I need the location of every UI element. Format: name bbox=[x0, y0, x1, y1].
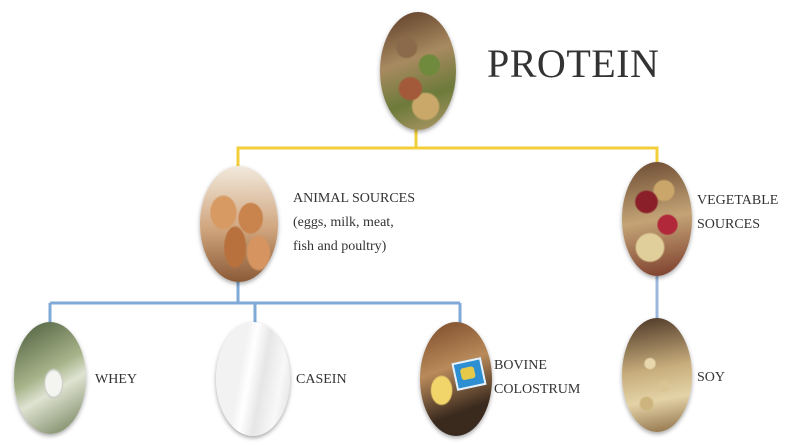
title-label: PROTEIN bbox=[487, 40, 659, 87]
animal-sources-detail-1: (eggs, milk, meat, bbox=[293, 211, 415, 235]
soy-label: SOY bbox=[697, 366, 725, 390]
vegetable-sources-label: VEGETABLE SOURCES bbox=[697, 189, 778, 237]
colostrum-image bbox=[420, 322, 492, 436]
casein-label: CASEIN bbox=[296, 368, 347, 392]
eggs-image bbox=[200, 166, 278, 282]
animal-sources-label: ANIMAL SOURCES (eggs, milk, meat, fish a… bbox=[293, 187, 415, 259]
colostrum-label-line-1: BOVINE bbox=[494, 354, 580, 378]
animal-sources-detail-2: fish and poultry) bbox=[293, 235, 415, 259]
colostrum-label-line-2: COLOSTRUM bbox=[494, 378, 580, 402]
vegetable-sources-line-2: SOURCES bbox=[697, 213, 778, 237]
protein-foods-image bbox=[380, 12, 456, 130]
animal-sources-title: ANIMAL SOURCES bbox=[293, 187, 415, 211]
soy-image bbox=[622, 318, 692, 432]
vegetables-image bbox=[622, 162, 692, 276]
vegetable-sources-line-1: VEGETABLE bbox=[697, 189, 778, 213]
colostrum-label: BOVINE COLOSTRUM bbox=[494, 354, 580, 402]
whey-image bbox=[14, 322, 86, 434]
casein-image bbox=[216, 322, 290, 436]
top-connector bbox=[238, 128, 416, 168]
colostrum-powder-tile bbox=[451, 357, 486, 391]
whey-label: WHEY bbox=[95, 368, 137, 392]
top-connector-right bbox=[416, 148, 657, 162]
